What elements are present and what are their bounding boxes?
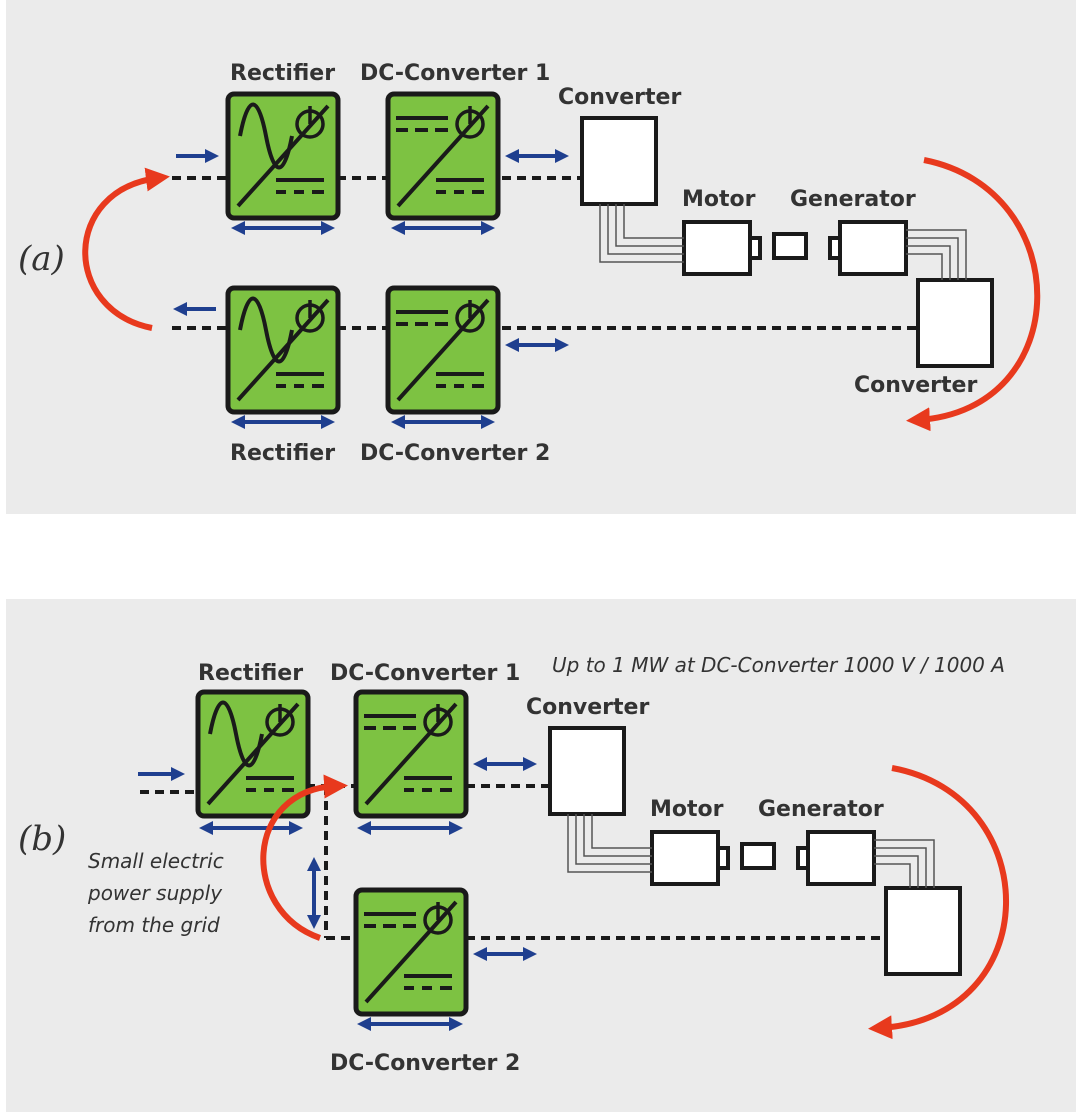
power-loop-right-arrow-icon <box>906 157 1041 432</box>
panel-b-diagram: (b) Rectifier DC-Converter 1 DC-Converte… <box>18 653 1009 1076</box>
three-phase-cables <box>599 204 967 280</box>
motor-generator-set <box>650 830 876 886</box>
rectifier-top-label: Rectifier <box>230 61 335 86</box>
power-loop-left-arrow-icon <box>260 774 348 941</box>
dc-converter-1-label: DC-Converter 1 <box>360 61 550 86</box>
motor-label: Motor <box>682 187 756 212</box>
dc-converter-1-icon <box>356 692 466 816</box>
grid-note-line-1: Small electric <box>88 849 224 873</box>
generator-label: Generator <box>758 797 884 822</box>
generator-label: Generator <box>790 187 916 212</box>
power-loop-right-arrow-icon <box>868 765 1009 1040</box>
grid-note-line-3: from the grid <box>88 913 220 937</box>
motor-label: Motor <box>650 797 724 822</box>
dc-converter-2-icon <box>356 890 466 1014</box>
dc-converter-2-label: DC-Converter 2 <box>360 441 550 466</box>
rectifier-label: Rectifier <box>198 661 303 686</box>
dc-converter-1-icon <box>388 94 498 218</box>
grid-note-line-2: power supply <box>87 881 223 905</box>
converter-bottom-box <box>884 886 962 976</box>
rectifier-top-icon <box>228 94 338 218</box>
dc-converter-1-label: DC-Converter 1 <box>330 661 520 686</box>
dc-converter-2-icon <box>388 288 498 412</box>
converter-label: Converter <box>526 695 649 720</box>
panel-b-tag: (b) <box>18 819 66 859</box>
rating-note: Up to 1 MW at DC-Converter 1000 V / 1000… <box>552 653 1005 677</box>
rectifier-bottom-icon <box>228 288 338 412</box>
converter-top-box <box>580 116 658 206</box>
converter-bottom-label: Converter <box>854 373 977 398</box>
panel-a-diagram: (a) Rectifier DC-Converter 1 Rectifier D… <box>18 61 1041 466</box>
three-phase-cables <box>567 814 935 888</box>
converter-top-label: Converter <box>558 85 681 110</box>
dc-converter-2-label: DC-Converter 2 <box>330 1051 520 1076</box>
converter-box <box>548 726 626 816</box>
panel-a-tag: (a) <box>18 239 65 279</box>
rectifier-bottom-label: Rectifier <box>230 441 335 466</box>
converter-bottom-box <box>916 278 994 368</box>
motor-generator-set <box>682 220 908 276</box>
power-loop-left-arrow-icon <box>82 167 170 331</box>
